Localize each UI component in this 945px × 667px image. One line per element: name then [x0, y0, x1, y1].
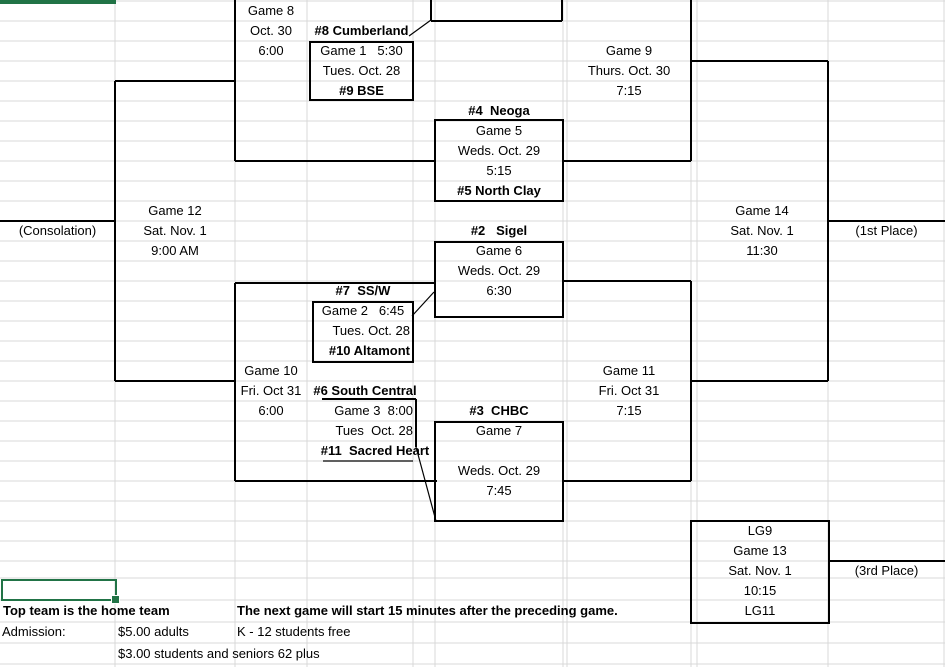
game13-time: 10:15	[743, 583, 777, 598]
game6-box	[434, 241, 564, 318]
game13-title: Game 13	[733, 543, 787, 558]
third-place-label: (3rd Place)	[854, 563, 919, 578]
game2-box	[312, 301, 414, 363]
game7-box	[434, 421, 564, 522]
game6-time: 6:30	[486, 283, 512, 298]
game1-top-team: #8 Cumberland	[314, 23, 409, 38]
game11-title: Game 11	[602, 363, 656, 378]
game3-date: Tues Oct. 28	[335, 423, 413, 438]
game1-bottom-team: #9 BSE	[339, 83, 384, 98]
first-place-label: (1st Place)	[855, 223, 918, 238]
game10-time: 6:00	[258, 403, 284, 418]
game13-date: Sat. Nov. 1	[728, 563, 792, 578]
game6-title: Game 6	[475, 243, 523, 258]
game5-box	[434, 119, 564, 202]
game7-title: Game 7	[475, 423, 523, 438]
game13-bottom-team: LG11	[744, 603, 776, 618]
game8-date: Oct. 30	[250, 23, 292, 38]
next-game-note: The next game will start 15 minutes afte…	[237, 603, 618, 618]
game11-date: Fri. Oct 31	[598, 383, 660, 398]
game1-date: Tues. Oct. 28	[322, 63, 401, 78]
selection-edge-bar	[0, 0, 116, 4]
game12-title: Game 12	[148, 203, 202, 218]
connector-diagonal	[415, 446, 437, 522]
admission-adults: $5.00 adults	[118, 624, 189, 639]
game8-title: Game 8	[247, 3, 295, 18]
game2-top-team: #7 SS/W	[335, 283, 391, 298]
admission-students: $3.00 students and seniors 62 plus	[118, 646, 320, 661]
game3-title: Game 3 8:00	[334, 403, 413, 418]
game2-title: Game 2 6:45	[321, 303, 405, 318]
admission-k12: K - 12 students free	[237, 624, 351, 639]
game10-title: Game 10	[244, 363, 298, 378]
game5-top-team: #4 Neoga	[468, 103, 530, 118]
game8-time: 6:00	[258, 43, 284, 58]
game5-title: Game 5	[475, 123, 523, 138]
selected-cell[interactable]	[1, 579, 117, 601]
connector-diagonal	[411, 291, 435, 317]
game2-bottom-team: #10 Altamont	[328, 343, 410, 358]
game3-bottom-team: #11 Sacred Heart	[320, 443, 430, 458]
game6-date: Weds. Oct. 29	[457, 263, 541, 278]
game2-date: Tues. Oct. 28	[332, 323, 410, 338]
game14-time: 11:30	[746, 243, 778, 258]
game7-top-team: #3 CHBC	[469, 403, 529, 418]
connector-diagonal	[408, 19, 432, 37]
selection-fill-handle[interactable]	[111, 595, 120, 604]
game5-time: 5:15	[486, 163, 512, 178]
home-team-note: Top team is the home team	[3, 603, 170, 618]
game10-date: Fri. Oct 31	[240, 383, 302, 398]
game14-date: Sat. Nov. 1	[730, 223, 794, 238]
admission-label: Admission:	[2, 624, 66, 639]
game9-time: 7:15	[616, 83, 642, 98]
game7-time: 7:45	[486, 483, 512, 498]
game1-box	[309, 41, 414, 101]
game9-title: Game 9	[605, 43, 653, 58]
game5-date: Weds. Oct. 29	[457, 143, 541, 158]
game5-bottom-team: #5 North Clay	[457, 183, 541, 198]
game3-top-team: #6 South Central	[313, 383, 417, 398]
game13-box	[690, 520, 830, 624]
game12-time: 9:00 AM	[151, 243, 199, 258]
game13-top-team: LG9	[747, 523, 773, 538]
game12-date: Sat. Nov. 1	[143, 223, 207, 238]
game9-date: Thurs. Oct. 30	[587, 63, 671, 78]
game14-title: Game 14	[735, 203, 789, 218]
game11-time: 7:15	[616, 403, 642, 418]
game6-top-team: #2 Sigel	[470, 223, 528, 238]
game7-date: Weds. Oct. 29	[457, 463, 541, 478]
consolation-label: (Consolation)	[18, 223, 97, 238]
game1-title: Game 1 5:30	[320, 43, 403, 58]
